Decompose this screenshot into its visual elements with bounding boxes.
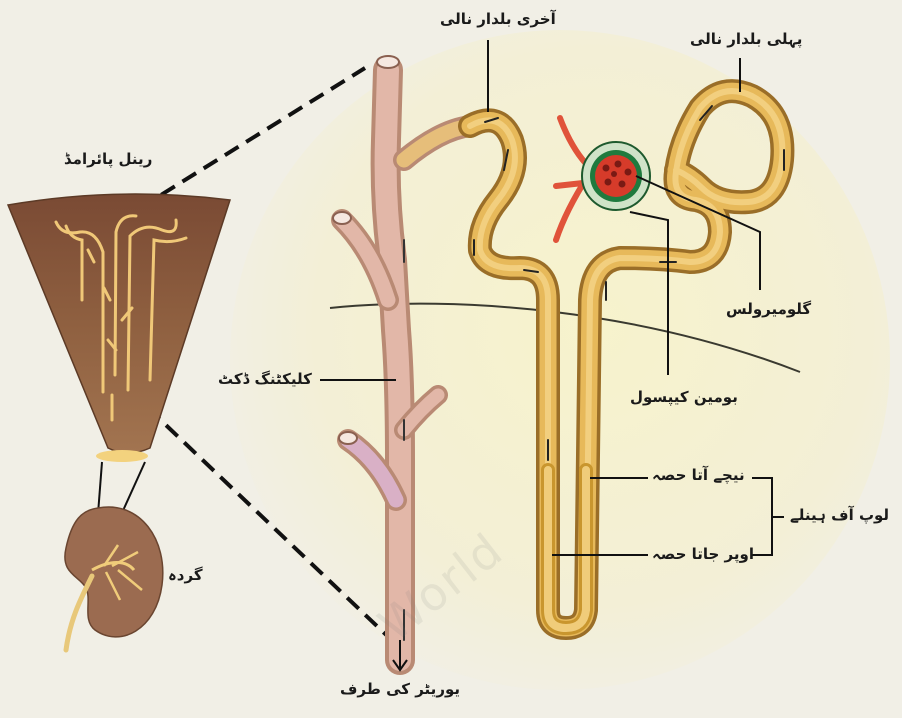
label-ascending-limb: اوپر جاتا حصہ [652,545,754,563]
kidney [65,507,163,650]
label-bowman-capsule: بومین کیپسول [630,388,738,406]
label-kidney: گردہ [168,566,203,584]
label-distal-tubule: آخری بلدار نالی [440,10,556,28]
label-to-ureter: یوریٹر کی طرف [340,680,460,698]
label-renal-pyramid: رینل پائرامڈ [64,150,152,168]
label-proximal-tubule: پہلی بلدار نالی [690,30,802,48]
renal-pyramid [8,194,230,462]
label-glomerulus: گلومیرولس [726,300,811,318]
label-descending-limb: نیچے آتا حصہ [652,466,745,484]
label-collecting-duct: کلیکٹنگ ڈکٹ [218,370,312,388]
label-loop-of-henle: لوپ آف ہینلے [790,506,889,524]
